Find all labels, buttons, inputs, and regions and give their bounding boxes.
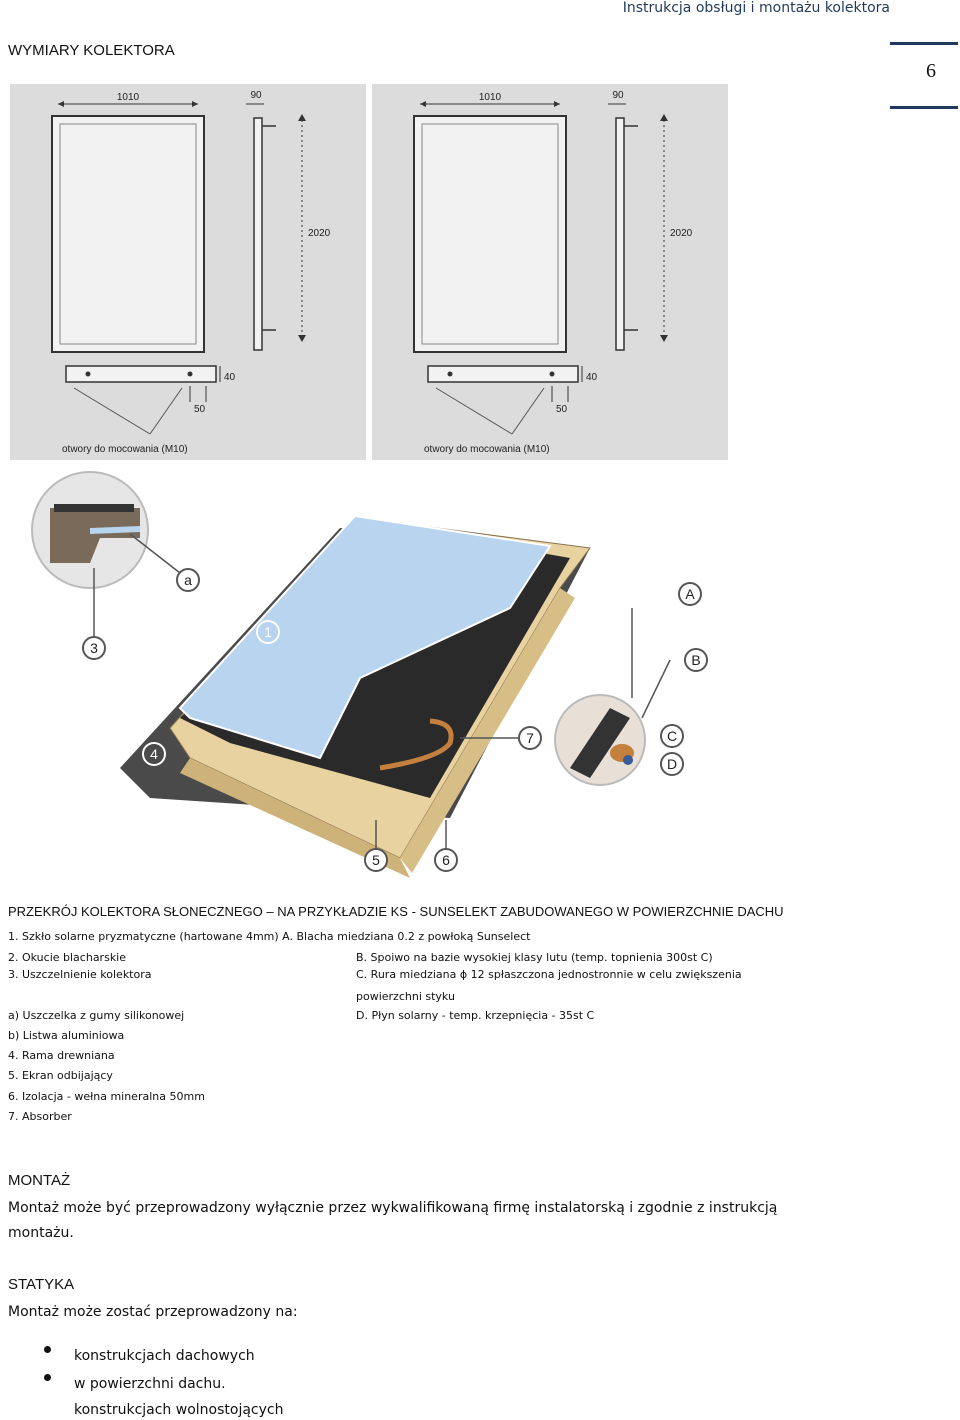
- height-label: 2020: [308, 228, 331, 239]
- rail-height-label: 40: [586, 372, 598, 383]
- legend-item-B: B. Spoiwo na bazie wysokiej klasy lutu (…: [356, 951, 713, 964]
- svg-text:A: A: [685, 586, 695, 602]
- callout-C: C: [660, 724, 684, 748]
- callout-2: 2: [178, 620, 202, 644]
- mounting-rail: [427, 365, 579, 383]
- svg-text:1: 1: [264, 624, 272, 640]
- montaz-heading: MONTAŻ: [8, 1172, 71, 1189]
- legend-item-5: 5. Ekran odbijający: [8, 1069, 113, 1082]
- svg-text:B: B: [691, 652, 700, 668]
- panel-front-view: [51, 115, 205, 353]
- svg-text:6: 6: [442, 852, 450, 868]
- legend-item-7: 7. Absorber: [8, 1110, 72, 1123]
- width-label: 1010: [479, 92, 502, 103]
- statyka-item-1: konstrukcjach dachowych: [74, 1348, 255, 1364]
- cross-section-caption: PRZEKRÓJ KOLEKTORA SŁONECZNEGO – NA PRZY…: [8, 904, 784, 919]
- svg-text:2: 2: [186, 624, 194, 640]
- mounting-hole-left: [447, 371, 453, 377]
- legend-item-C-cont: powierzchni styku: [356, 990, 455, 1003]
- svg-text:4: 4: [150, 746, 158, 762]
- statyka-item-3: konstrukcjach wolnostojących: [74, 1402, 284, 1418]
- svg-text:a: a: [184, 572, 192, 588]
- montaz-text-line-1: Montaż może być przeprowadzony wyłącznie…: [8, 1200, 778, 1216]
- frame-front-edge: [180, 758, 410, 878]
- legend-item-3b: b) Listwa aluminiowa: [8, 1029, 125, 1042]
- page-rule-bottom: [890, 106, 958, 109]
- holes-label: otwory do mocowania (M10): [424, 444, 550, 455]
- rail-height-label: 40: [224, 372, 236, 383]
- svg-text:7: 7: [526, 730, 534, 746]
- callout-3: 3: [82, 636, 106, 660]
- legend-item-C: C. Rura miedziana ϕ 12 spłaszczona jedno…: [356, 968, 742, 981]
- statyka-item-2: w powierzchni dachu.: [74, 1376, 226, 1392]
- panel-front-view: [413, 115, 567, 353]
- panel-side-view: [615, 117, 625, 351]
- mounting-hole-right: [549, 371, 555, 377]
- svg-text:D: D: [667, 756, 677, 772]
- mounting-hole-right: [187, 371, 193, 377]
- page-number: 6: [926, 60, 936, 82]
- callout-4: 4: [142, 742, 166, 766]
- width-label: 1010: [117, 92, 140, 103]
- depth-label: 90: [612, 90, 624, 101]
- svg-text:5: 5: [372, 852, 380, 868]
- callout-7: 7: [518, 726, 542, 750]
- holes-label: otwory do mocowania (M10): [62, 444, 188, 455]
- dimension-drawing-left: 1010 90 2020 40 50 otwory do mocowania (…: [10, 84, 366, 460]
- dimensions-heading: WYMIARY KOLEKTORA: [8, 42, 175, 59]
- callout-5: 5: [364, 848, 388, 872]
- legend-item-3a: a) Uszczelka z gumy silikonowej: [8, 1009, 185, 1022]
- depth-label: 90: [250, 90, 262, 101]
- callout-A: A: [678, 582, 702, 606]
- callout-6: 6: [434, 848, 458, 872]
- callout-B: B: [684, 648, 708, 672]
- legend-item-2: 2. Okucie blacharskie: [8, 951, 127, 964]
- legend-item-1: 1. Szkło solarne pryzmatyczne (hartowane…: [8, 930, 531, 943]
- hole-offset-label: 50: [194, 404, 206, 415]
- montaz-text-line-2: montażu.: [8, 1225, 74, 1241]
- bullet-icon: [44, 1346, 51, 1353]
- statyka-intro: Montaż może zostać przeprowadzony na:: [8, 1304, 298, 1320]
- height-label: 2020: [670, 228, 693, 239]
- legend-item-D: D. Płyn solarny - temp. krzepnięcia - 35…: [356, 1009, 595, 1022]
- document-title: Instrukcja obsługi i montażu kolektora: [622, 0, 890, 16]
- legend-item-4: 4. Rama drewniana: [8, 1049, 115, 1062]
- collector-cross-section: a 3 2 1 4 A B C D 7 5 6: [30, 468, 950, 878]
- mounting-rail: [65, 365, 217, 383]
- callout-1: 1: [256, 620, 280, 644]
- frame-side-edge: [400, 588, 575, 873]
- svg-text:3: 3: [90, 640, 98, 656]
- legend-item-6: 6. Izolacja - wełna mineralna 50mm: [8, 1090, 205, 1103]
- bullet-icon: [44, 1374, 51, 1381]
- callout-a: a: [176, 568, 200, 592]
- hole-offset-label: 50: [556, 404, 568, 415]
- statyka-heading: STATYKA: [8, 1276, 75, 1293]
- dimension-drawing-right: 1010 90 2020 40 50 otwory do mocowania (…: [372, 84, 728, 460]
- callout-D: D: [660, 752, 684, 776]
- solar-glass: [178, 514, 552, 760]
- mounting-hole-left: [85, 371, 91, 377]
- legend-item-3: 3. Uszczelnienie kolektora: [8, 968, 152, 981]
- panel-side-view: [253, 117, 263, 351]
- svg-text:C: C: [667, 728, 677, 744]
- copper-pipe: [379, 718, 454, 771]
- page-rule-top: [890, 42, 958, 45]
